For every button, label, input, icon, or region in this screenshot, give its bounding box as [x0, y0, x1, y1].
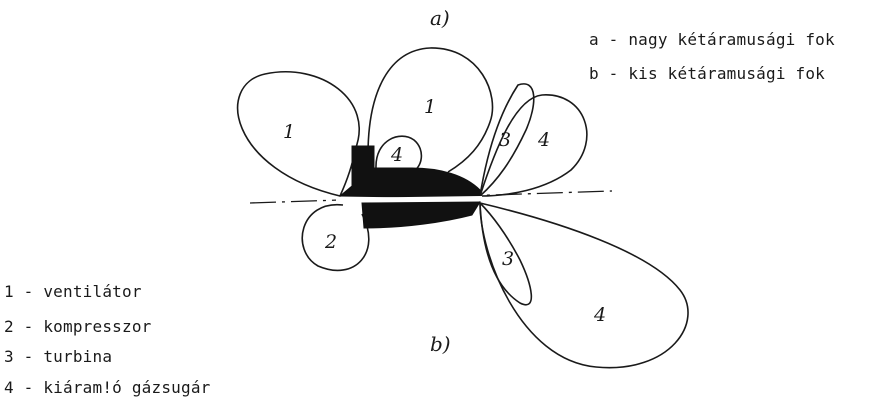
lobe-label-turbine-lower: 3 — [502, 248, 514, 270]
lobe-turbine-upper — [478, 83, 535, 199]
lobe-label-exhaust-lower: 4 — [593, 304, 606, 326]
engine-upper-nacelle — [338, 167, 481, 199]
engine-silhouette — [336, 145, 482, 229]
lobe-label-compressor: 2 — [324, 231, 337, 253]
engine-lower-nacelle — [361, 201, 481, 229]
lobe-label-exhaust-upper: 4 — [537, 129, 550, 151]
legend-item-ventilator: 1 - ventilátor — [4, 282, 142, 301]
lobe-fan-left — [236, 71, 360, 197]
lobe-label-turbine-upper: 3 — [499, 129, 511, 151]
lobe-label-fan-top: 1 — [424, 96, 436, 118]
lobe-exhaust-lower — [479, 201, 689, 369]
legend-item-turbine: 3 - turbina — [4, 347, 113, 366]
lobe-compressor — [301, 204, 370, 272]
lobe-exhaust-small — [375, 135, 423, 173]
lobe-label-fan-left: 1 — [283, 121, 295, 143]
legend-item-compressor: 2 - kompresszor — [4, 317, 152, 336]
engine-shaft — [336, 196, 482, 202]
legend-item-exhaust-jet: 4 - kiáram!ó gázsugár — [4, 378, 211, 397]
lobe-turbine-lower — [479, 200, 533, 306]
lobe-exhaust-upper — [478, 94, 588, 197]
lobe-fan-top — [367, 47, 494, 173]
caption-a: a) — [430, 6, 450, 30]
caption-b: b) — [430, 332, 451, 356]
lobe-label-exhaust-small: 4 — [390, 144, 403, 166]
legend-b: b - kis kétáramusági fok — [589, 64, 825, 83]
legend-a: a - nagy kétáramusági fok — [589, 30, 835, 49]
